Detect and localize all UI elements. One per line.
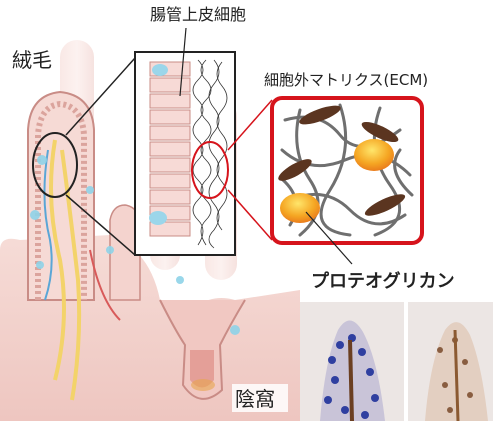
stain-images — [300, 302, 493, 421]
epithelium-inset — [135, 52, 235, 255]
ecm-inset — [272, 98, 422, 243]
label-epithelium: 腸管上皮細胞 — [150, 7, 246, 23]
label-crypt: 陰窩 — [235, 389, 275, 409]
label-proteoglycan: プロテオグリカン — [311, 273, 455, 291]
label-ecm: 細胞外マトリクス(ECM) — [264, 73, 428, 88]
label-villi: 絨毛 — [12, 50, 52, 70]
